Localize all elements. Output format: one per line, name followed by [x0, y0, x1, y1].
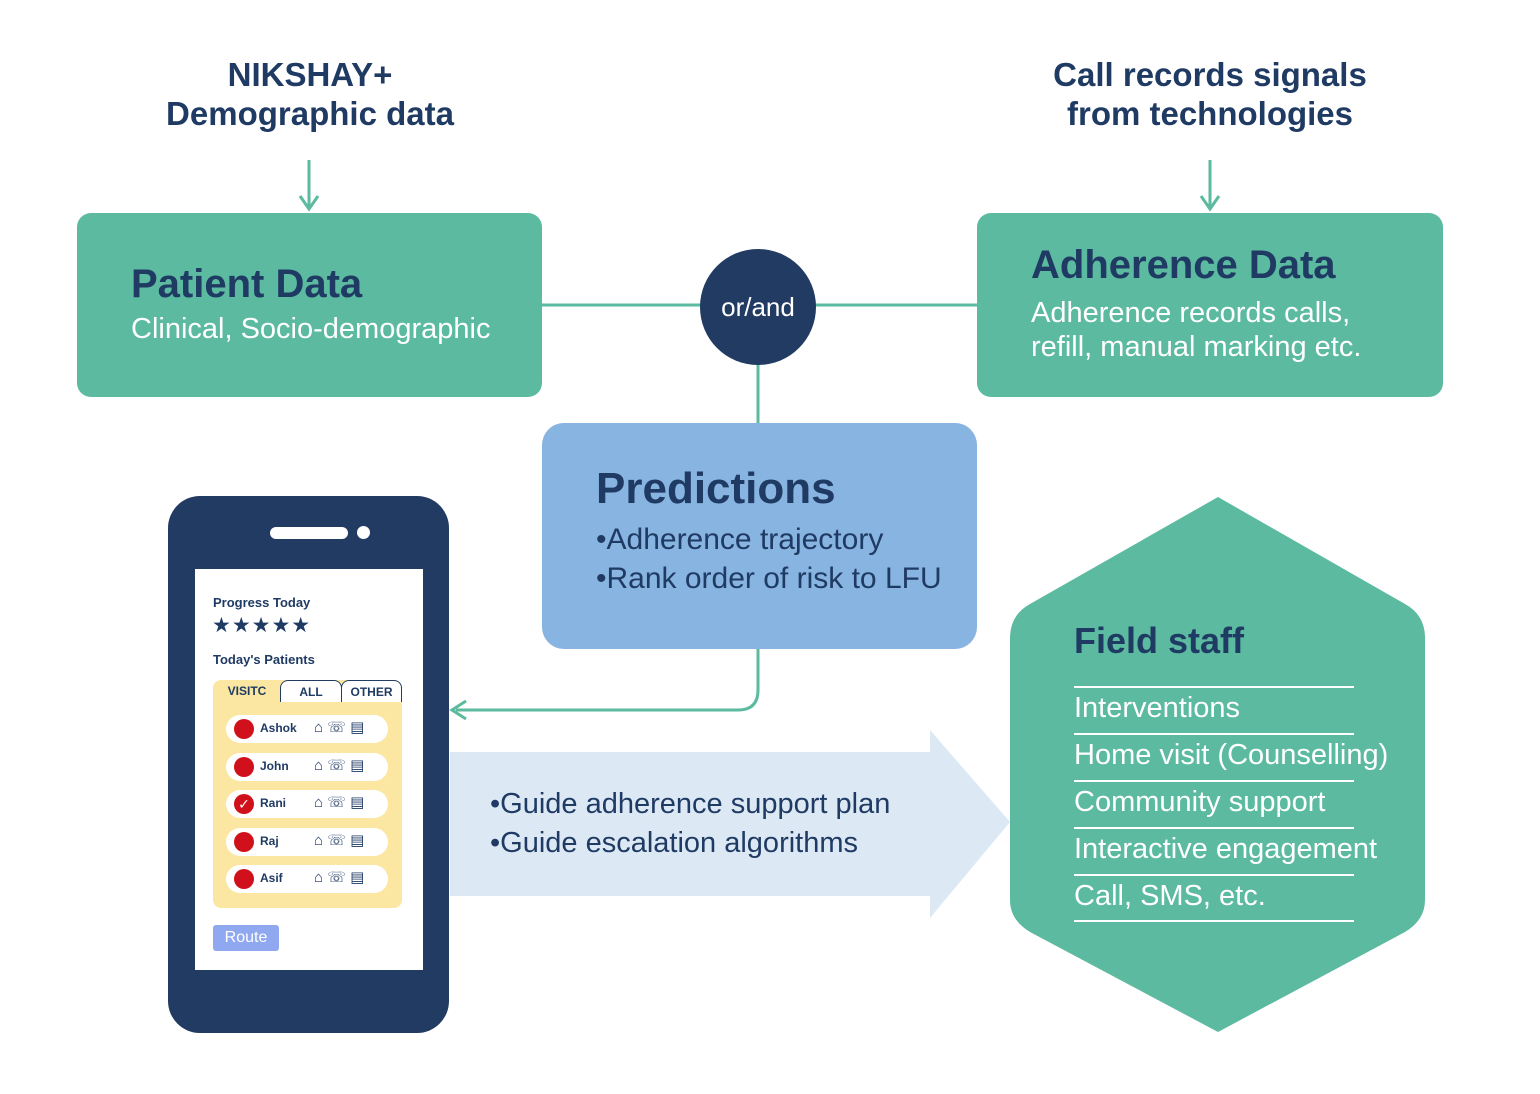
- field-staff-item-5: Call, SMS, etc.: [1074, 880, 1266, 912]
- field-staff-item-3: Community support: [1074, 786, 1326, 818]
- message-icon[interactable]: ▤: [350, 832, 365, 849]
- home-icon[interactable]: ⌂: [314, 832, 324, 849]
- star-icon: ★★★★★: [212, 614, 312, 637]
- patient-actions: ⌂ ☏ ▤: [314, 793, 364, 811]
- field-staff-title: Field staff: [1074, 620, 1245, 661]
- patient-actions: ⌂ ☏ ▤: [314, 756, 364, 774]
- patient-name: Ashok: [260, 721, 297, 735]
- check-icon: ✓: [234, 794, 254, 814]
- source-right-line2: from technologies: [1066, 95, 1354, 132]
- guide-item-2: •Guide escalation algorithms: [490, 827, 859, 859]
- tab-visitc[interactable]: VISITC: [227, 684, 267, 698]
- patient-actions: ⌂ ☏ ▤: [314, 868, 364, 886]
- progress-today-label: Progress Today: [213, 595, 311, 610]
- field-staff-divider: [1074, 827, 1354, 829]
- patient-actions: ⌂ ☏ ▤: [314, 831, 364, 849]
- home-icon[interactable]: ⌂: [314, 757, 324, 774]
- prediction-item-1: •Adherence trajectory: [596, 523, 884, 556]
- patient-row[interactable]: John ⌂ ☏ ▤: [226, 753, 388, 781]
- predictions-title: Predictions: [596, 464, 836, 513]
- field-staff-divider: [1074, 780, 1354, 782]
- phone-camera: [357, 526, 370, 539]
- down-arrow-icon: [298, 160, 320, 212]
- patient-name: Asif: [260, 871, 283, 885]
- phone-icon[interactable]: ☏: [327, 719, 346, 736]
- source-left-line1: NIKSHAY+: [227, 56, 393, 93]
- status-dot-icon: [234, 719, 254, 739]
- arrow-left-icon: [449, 699, 467, 721]
- patient-row[interactable]: ✓ Rani ⌂ ☏ ▤: [226, 790, 388, 818]
- status-dot-icon: [234, 869, 254, 889]
- call-records-source-label: Call records signals from technologies: [1030, 55, 1390, 133]
- field-staff-divider: [1074, 920, 1354, 922]
- phone-icon[interactable]: ☏: [327, 832, 346, 849]
- patient-actions: ⌂ ☏ ▤: [314, 718, 364, 736]
- route-button[interactable]: Route: [213, 925, 279, 951]
- message-icon[interactable]: ▤: [350, 757, 365, 774]
- patient-row[interactable]: Asif ⌂ ☏ ▤: [226, 865, 388, 893]
- predictions-box: [542, 423, 977, 649]
- patient-data-box: [77, 213, 542, 397]
- field-staff-divider: [1074, 733, 1354, 735]
- tab-all[interactable]: ALL: [280, 680, 342, 702]
- source-left-line2: Demographic data: [166, 95, 454, 132]
- adherence-data-line2: refill, manual marking etc.: [1031, 331, 1362, 363]
- message-icon[interactable]: ▤: [350, 794, 365, 811]
- prediction-item-2: •Rank order of risk to LFU: [596, 562, 942, 595]
- field-staff-item-1: Interventions: [1074, 692, 1241, 724]
- status-dot-icon: [234, 757, 254, 777]
- predictions-to-phone-line: [456, 648, 760, 712]
- adherence-data-title: Adherence Data: [1031, 243, 1336, 287]
- patient-name: John: [260, 759, 289, 773]
- adherence-data-box: [977, 213, 1443, 397]
- field-staff-item-4: Interactive engagement: [1074, 833, 1378, 865]
- status-dot-icon: [234, 832, 254, 852]
- or-and-connector: or/and: [700, 249, 816, 365]
- home-icon[interactable]: ⌂: [314, 869, 324, 886]
- phone-icon[interactable]: ☏: [327, 757, 346, 774]
- guide-item-1: •Guide adherence support plan: [490, 788, 891, 820]
- field-staff-divider: [1074, 874, 1354, 876]
- phone-icon[interactable]: ☏: [327, 794, 346, 811]
- source-right-line1: Call records signals: [1053, 56, 1367, 93]
- field-staff-hexagon: [1010, 497, 1425, 1032]
- field-staff-item-2: Home visit (Counselling): [1074, 739, 1389, 771]
- nikshay-source-label: NIKSHAY+ Demographic data: [140, 55, 480, 133]
- patient-row[interactable]: Ashok ⌂ ☏ ▤: [226, 715, 388, 743]
- patient-name: Raj: [260, 834, 279, 848]
- todays-patients-label: Today's Patients: [213, 652, 315, 667]
- down-arrow-icon: [1199, 160, 1221, 212]
- tab-other[interactable]: OTHER: [341, 680, 402, 702]
- phone-speaker: [270, 527, 348, 539]
- adherence-data-line1: Adherence records calls,: [1031, 297, 1351, 329]
- patient-row[interactable]: Raj ⌂ ☏ ▤: [226, 828, 388, 856]
- guide-arrow-shape: [450, 730, 1010, 918]
- home-icon[interactable]: ⌂: [314, 794, 324, 811]
- message-icon[interactable]: ▤: [350, 719, 365, 736]
- or-and-label: or/and: [721, 292, 795, 322]
- phone-icon[interactable]: ☏: [327, 869, 346, 886]
- field-staff-divider: [1074, 686, 1354, 688]
- message-icon[interactable]: ▤: [350, 869, 365, 886]
- patient-data-subtitle: Clinical, Socio-demographic: [131, 313, 491, 345]
- patient-name: Rani: [260, 796, 287, 810]
- home-icon[interactable]: ⌂: [314, 719, 324, 736]
- patient-data-title: Patient Data: [131, 262, 363, 306]
